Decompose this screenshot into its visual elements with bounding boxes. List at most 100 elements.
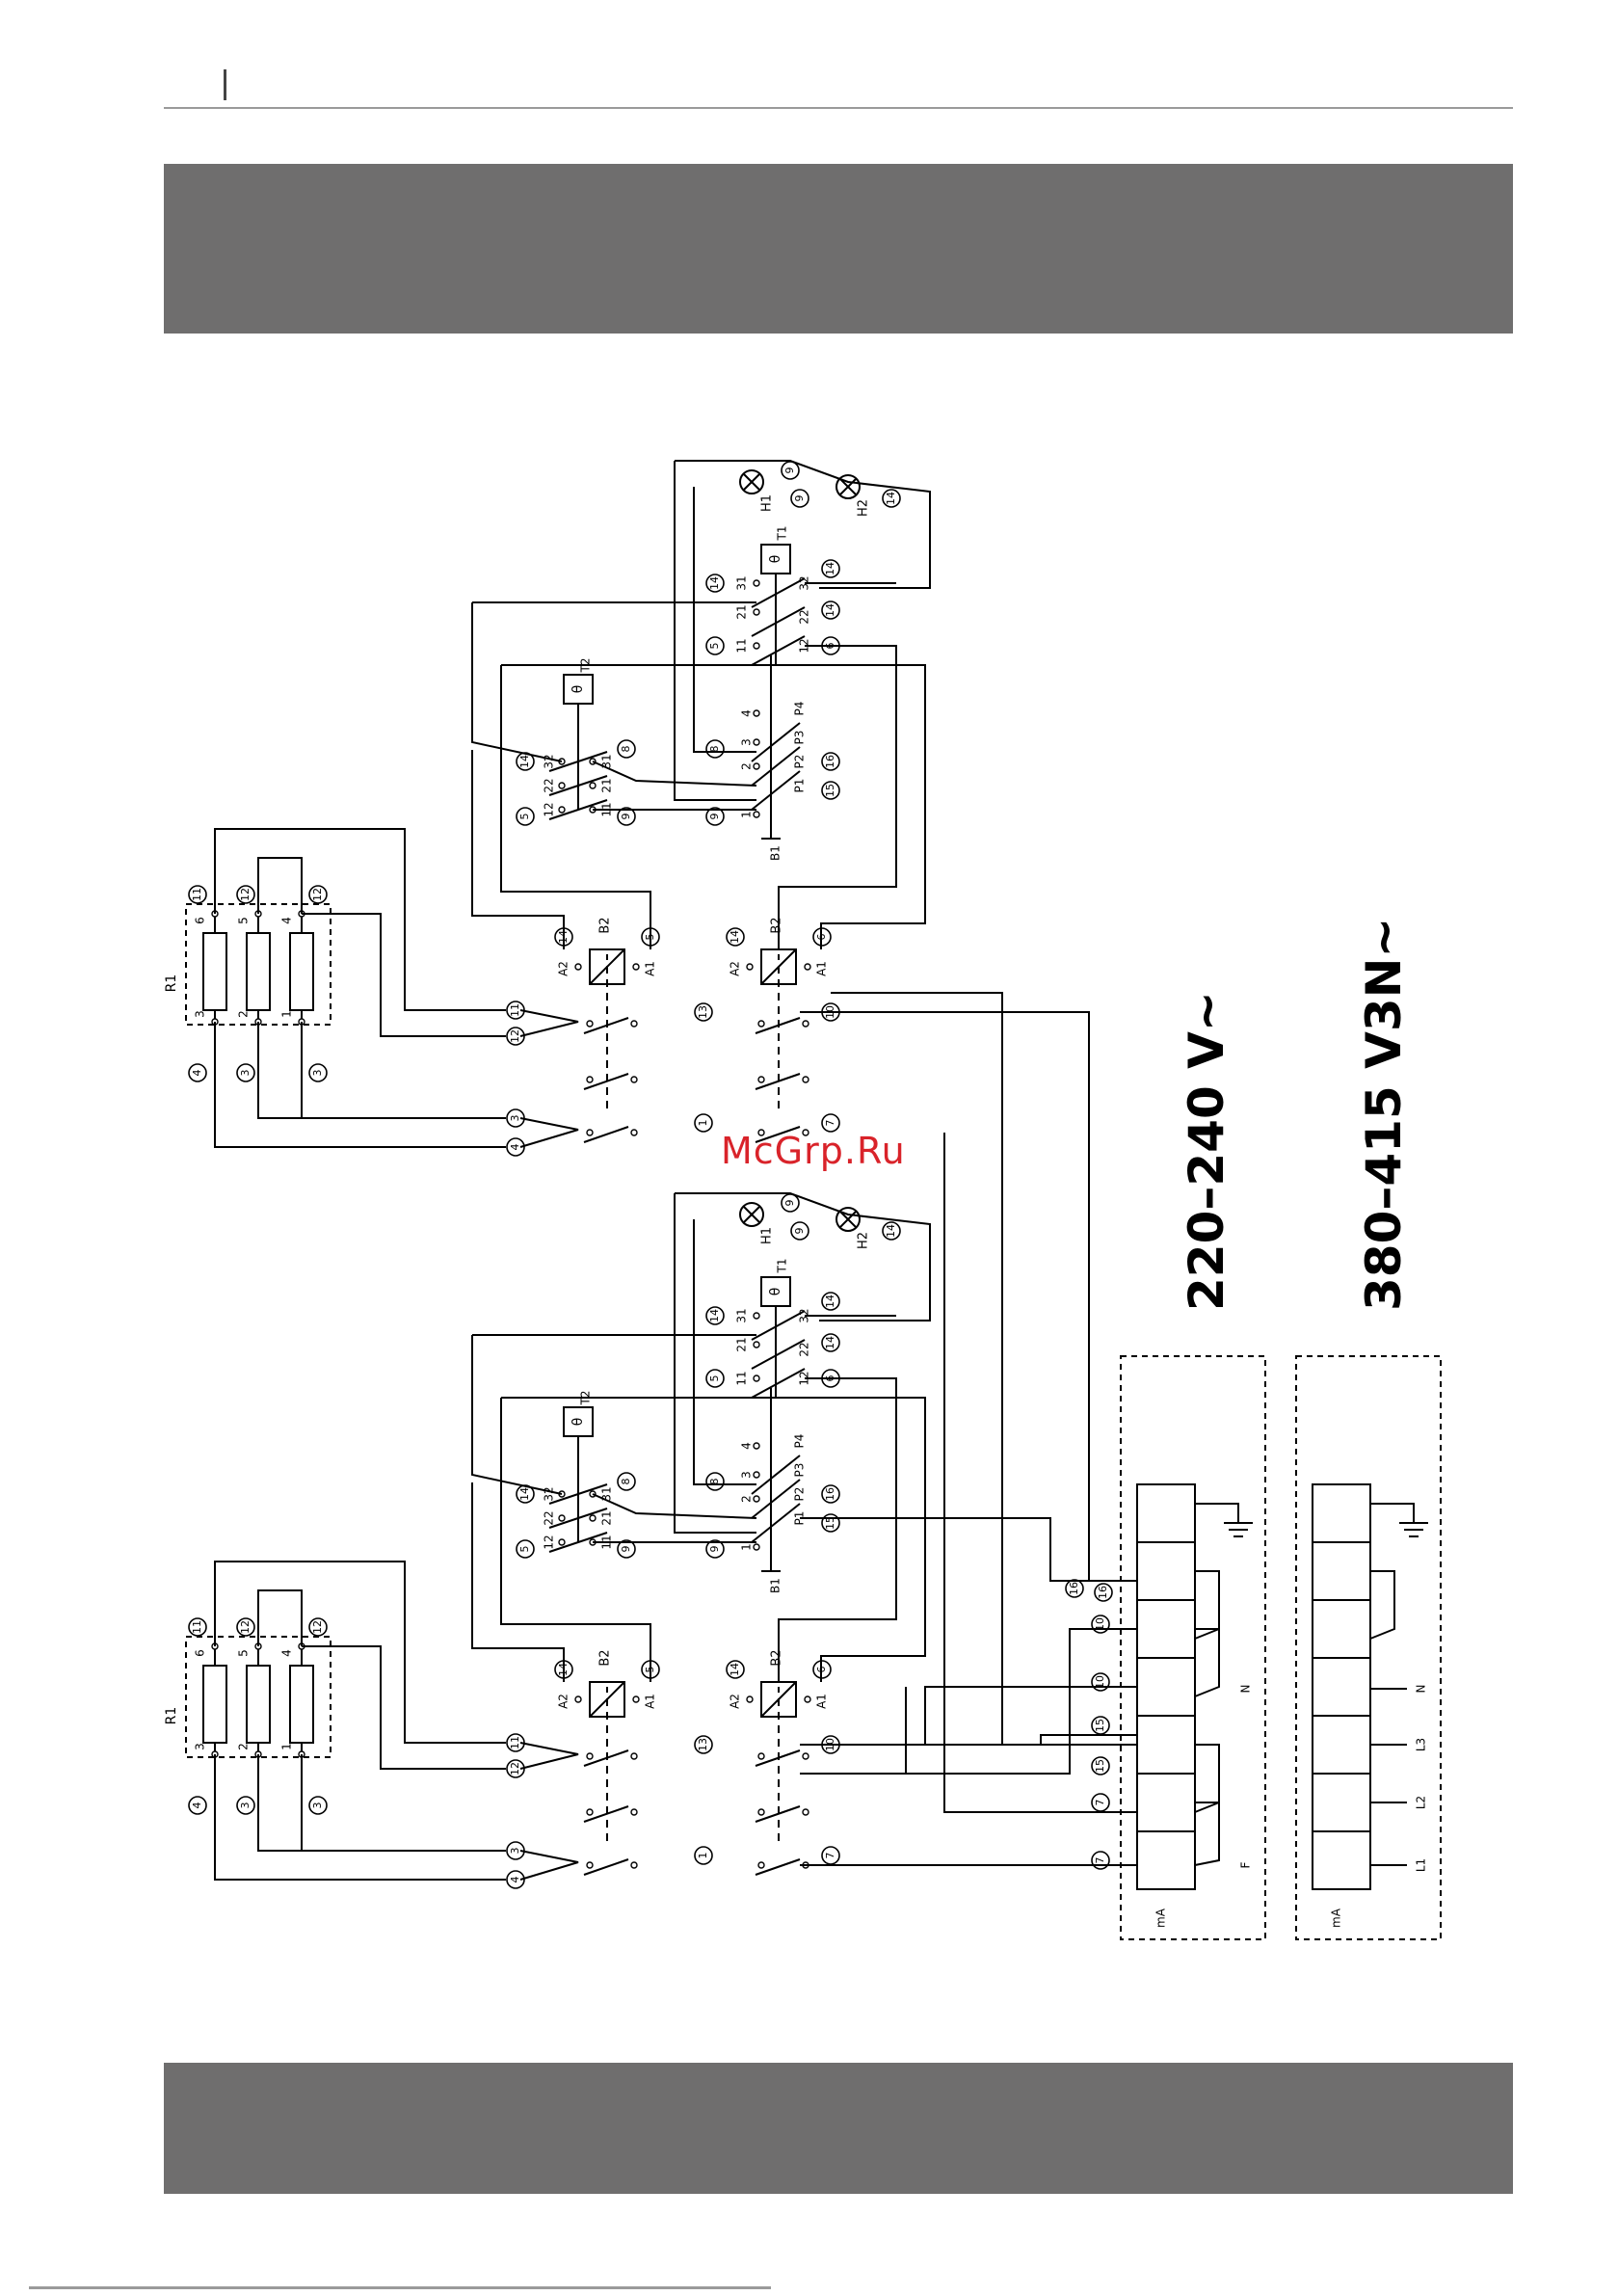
wire-number-label: 3 — [509, 1115, 521, 1122]
contact-label: 31 — [735, 575, 749, 590]
terminal-dot — [630, 1752, 638, 1760]
heating-element-resistor — [202, 932, 227, 1011]
thermostat-contact — [548, 775, 608, 796]
terminal-block-label: mA — [1330, 1908, 1343, 1928]
terminal-label: L1 — [1415, 1858, 1428, 1872]
selector-position-label: P3 — [793, 1463, 807, 1478]
footer-rule — [29, 2286, 771, 2289]
selector-position-label: 2 — [740, 1495, 754, 1503]
wire-r1-3 — [214, 1754, 506, 1881]
contact-label: 12 — [543, 1535, 556, 1549]
wire-h1-b — [693, 1219, 756, 1485]
heating-element-resistor — [289, 1665, 314, 1744]
wire-number-label: 9 — [620, 1546, 632, 1553]
wire-number-label: 16 — [1068, 1582, 1080, 1595]
terminal-dot — [586, 1129, 594, 1136]
wire-number-label: 14 — [708, 576, 721, 590]
r1-box — [185, 903, 332, 1026]
terminal-dot — [753, 1471, 760, 1479]
terminal-dot — [753, 738, 760, 746]
lamp-label: H2 — [857, 1232, 871, 1249]
wire-number-marker — [821, 1513, 840, 1533]
wire-number-label: 8 — [708, 1479, 721, 1485]
wire-t2-5 — [500, 1398, 651, 1682]
lamp-label: H2 — [857, 499, 871, 517]
terminal-dot — [574, 1695, 582, 1703]
contactor-coil — [589, 1681, 625, 1718]
selector-contact — [751, 770, 801, 811]
terminal-cell — [1312, 1541, 1371, 1601]
resistor-terminal-label: 2 — [237, 1010, 251, 1018]
wire-number-label: 12 — [239, 1620, 252, 1634]
resistor-terminal-label: 1 — [280, 1743, 294, 1750]
terminal-dot — [753, 642, 760, 650]
wire-number-label: 5 — [708, 643, 721, 650]
wire-to-tb-15a — [800, 1734, 1137, 1746]
wire-t1-6 — [501, 1397, 926, 1682]
wire-r1-4 — [302, 913, 506, 1037]
thermostat-contact — [751, 606, 806, 637]
wire-to-tb-10 — [800, 1628, 1137, 1775]
wire-number-label: 12 — [509, 1029, 521, 1043]
terminal-dot — [802, 1808, 809, 1816]
wire-number-label: 15 — [824, 784, 836, 797]
wire-to-tb-10b — [924, 1686, 1137, 1745]
terminal-cell — [1312, 1715, 1371, 1775]
wire-number-marker — [694, 1846, 713, 1865]
wire-number-label: 4 — [191, 1070, 203, 1077]
resistor-terminal-label: 2 — [237, 1743, 251, 1750]
terminal-dot — [630, 1020, 638, 1028]
wire-number-marker — [821, 781, 840, 800]
lamp-cross — [743, 473, 760, 491]
coil-label: B2 — [770, 1649, 784, 1666]
wire-number-label: 9 — [793, 495, 806, 502]
lamp-icon — [739, 1202, 764, 1227]
r1-box — [185, 1636, 332, 1758]
wire-t1-12 — [778, 1377, 897, 1682]
terminal-dot — [802, 1076, 809, 1083]
wire-number-marker — [1065, 1579, 1084, 1598]
resistor-terminal-label: 6 — [194, 917, 207, 924]
terminal-dot — [757, 1752, 765, 1760]
coil-diagonal — [760, 948, 797, 985]
lamp-label: H1 — [760, 494, 775, 512]
thermostat-contact — [751, 1368, 806, 1399]
wire-number-marker — [516, 807, 535, 826]
wire-number-label: 15 — [824, 1516, 836, 1530]
wire-number-label: 9 — [708, 1546, 721, 1553]
wire-join — [519, 1742, 579, 1770]
wire-to-tb-16b — [800, 1517, 1137, 1582]
selector-position-label: 4 — [740, 709, 754, 717]
terminal-block-single-phase — [1120, 1355, 1266, 1940]
wire-number-label: 14 — [885, 492, 897, 505]
wire-number-marker — [308, 1796, 328, 1815]
wire-number-marker — [236, 885, 255, 904]
wire-number-label: 10 — [1094, 1617, 1106, 1631]
wire-l10 — [858, 1687, 907, 1775]
contact-label: 32 — [543, 754, 556, 768]
wire-number-marker — [821, 1113, 840, 1133]
contact-label: 21 — [600, 778, 614, 792]
contact-label: 22 — [798, 1342, 811, 1356]
thermostat-label: T1 — [776, 526, 789, 542]
terminal-dot — [586, 1808, 594, 1816]
wire-number-label: 3 — [311, 1070, 324, 1077]
wire-number-marker — [236, 1063, 255, 1082]
thermostat-contact — [751, 635, 806, 666]
terminal-dot — [558, 782, 566, 789]
wire-number-marker — [705, 1472, 725, 1491]
wire-number-marker — [821, 1333, 840, 1352]
wire-number-label: 7 — [824, 1853, 836, 1859]
resistor-terminal-label: 3 — [194, 1010, 207, 1018]
resistor-terminal-label: 4 — [280, 1649, 294, 1657]
wire-number-marker — [1091, 1756, 1110, 1775]
contactor-main-contact — [755, 1126, 801, 1143]
terminal-dot — [586, 1752, 594, 1760]
terminal-cell — [1136, 1599, 1196, 1659]
terminal-earth-wire — [1369, 1484, 1415, 1523]
wire-number-marker — [726, 1660, 745, 1679]
terminal-dot — [753, 811, 760, 818]
heating-element-resistor — [246, 1665, 271, 1744]
terminal-dot — [757, 1076, 765, 1083]
wire-r1-4 — [302, 1645, 506, 1770]
